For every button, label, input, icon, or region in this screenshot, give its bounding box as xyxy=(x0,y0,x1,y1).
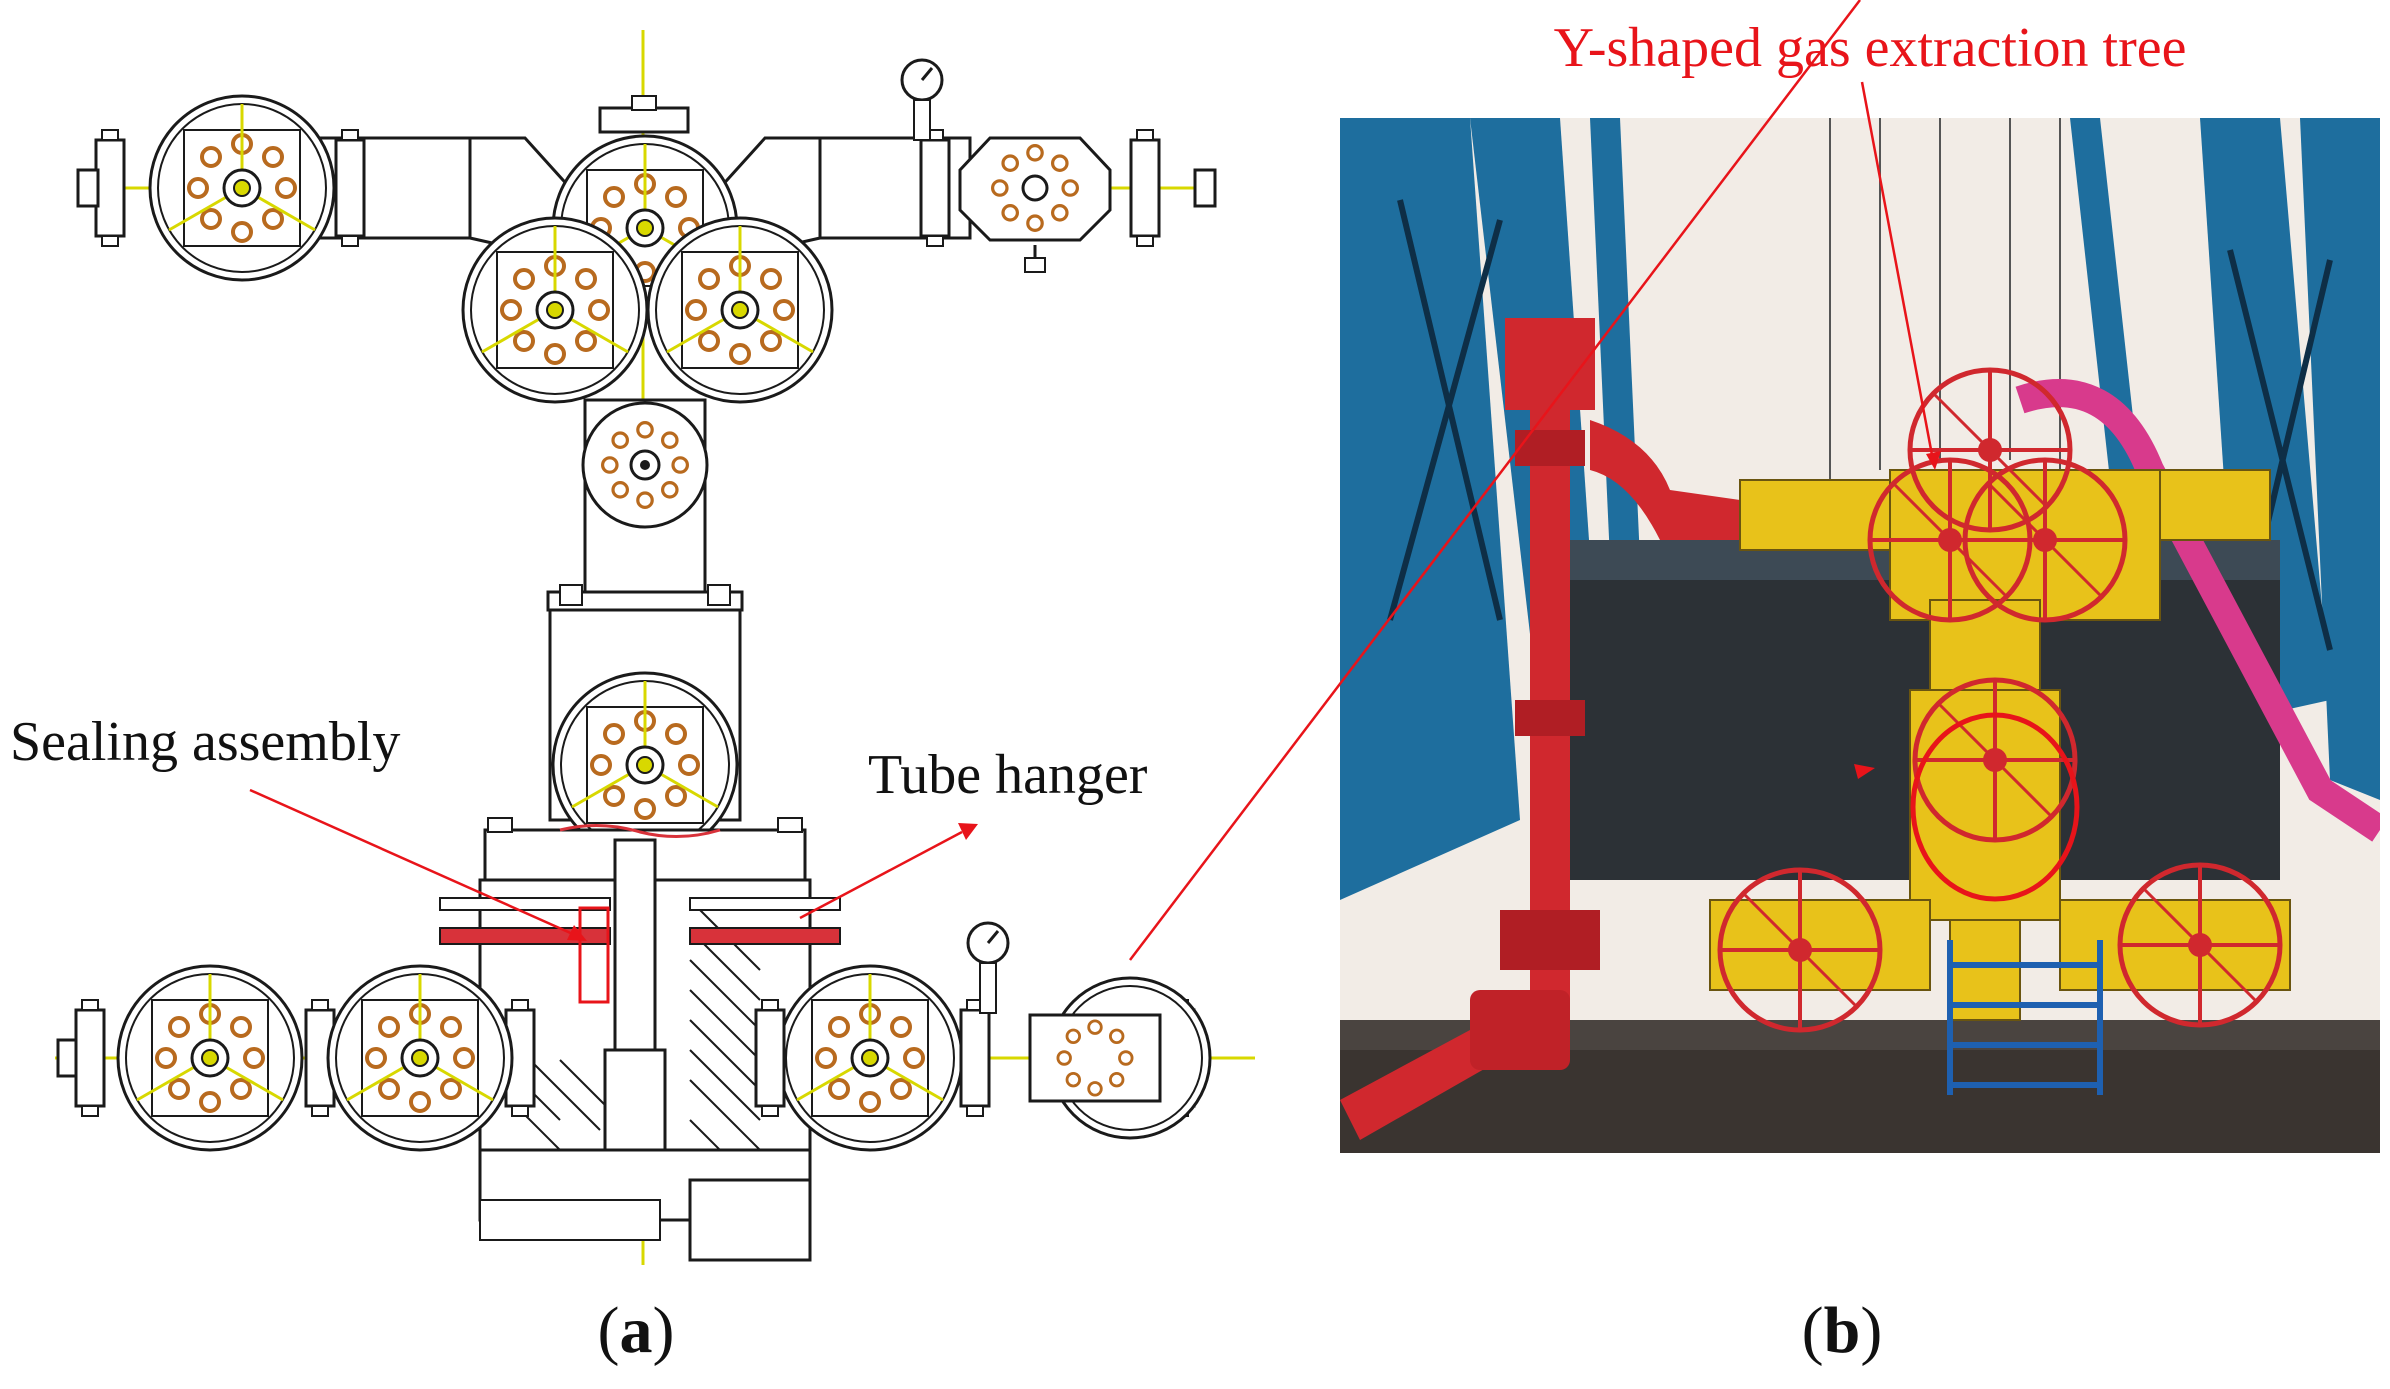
panel-a-caption: (a) xyxy=(598,1294,675,1367)
photo-handwheel-master xyxy=(1915,680,2075,840)
sealing-assembly-highlight xyxy=(578,906,610,1004)
blue-stairs xyxy=(1947,940,2103,1095)
master-valve-highlight xyxy=(1910,712,2080,902)
red-riser-pipe xyxy=(1340,318,1740,1140)
bottom-left-flanges xyxy=(56,998,536,1118)
bottom-valve-3 xyxy=(778,966,962,1150)
photo-handwheel-right xyxy=(1965,460,2125,620)
bottom-valve-2 xyxy=(328,966,512,1150)
tube-hanger-arrow xyxy=(799,823,978,920)
tree-label-arrow xyxy=(1860,81,1941,470)
side-stud-right xyxy=(689,897,841,945)
label-sealing-assembly: Sealing assembly xyxy=(10,711,400,773)
label-tube-hanger: Tube hanger xyxy=(868,744,1148,806)
cross-right-valve xyxy=(648,218,832,402)
sealing-assembly-arrow xyxy=(249,788,587,941)
crown-valve xyxy=(553,95,737,320)
bottom-valve-1 xyxy=(118,966,302,1150)
upper-right-valve xyxy=(919,128,1217,273)
photo-handwheel-bottom-right xyxy=(2120,865,2280,1025)
bottom-gauge-icon xyxy=(966,921,1010,1014)
middle-small-valve xyxy=(583,403,707,527)
top-gauge-icon xyxy=(900,58,944,141)
bottom-right-valve xyxy=(1028,976,1212,1140)
photo-handwheel-bottom-left xyxy=(1720,870,1880,1030)
yellow-tree xyxy=(1709,469,2291,1021)
upper-left-valve xyxy=(76,96,366,280)
panel-a-drawing xyxy=(55,30,1255,1265)
cross-left-valve xyxy=(463,218,647,402)
panel-b-photo xyxy=(1340,118,2380,1153)
panel-b-caption: (b) xyxy=(1802,1294,1883,1367)
tubing-head xyxy=(478,817,812,1262)
panel-b-letter: b xyxy=(1824,1294,1861,1367)
panel-a-letter: a xyxy=(620,1294,653,1367)
connector-arrow xyxy=(1129,0,1875,961)
label-y-shaped-tree: Y-shaped gas extraction tree xyxy=(1554,17,2187,79)
